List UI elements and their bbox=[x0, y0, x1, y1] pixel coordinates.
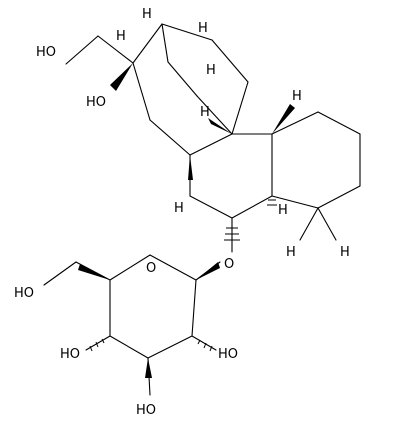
sugar-c4-oh-label: HO bbox=[60, 347, 80, 362]
ring-oxygen-label: O bbox=[146, 261, 156, 276]
hydrogen-label: H bbox=[292, 89, 302, 104]
sugar-c6-oh-label: HO bbox=[14, 286, 34, 301]
hydrogen-label: H bbox=[142, 7, 152, 22]
hydrogen-label: H bbox=[340, 245, 350, 260]
sugar-c2-oh-label: HO bbox=[218, 347, 238, 362]
hydrogen-label: H bbox=[200, 105, 210, 120]
sugar-c3-oh-label: HO bbox=[136, 403, 156, 418]
hashed-bonds bbox=[89, 199, 277, 352]
stereo-bonds bbox=[78, 63, 295, 378]
hydrogen-label: H bbox=[278, 203, 288, 218]
stereo-hydrogens: H H H H H H H H H H bbox=[116, 7, 350, 260]
glycosidic-oxygen-label: O bbox=[224, 257, 234, 272]
hydrogen-label: H bbox=[286, 245, 296, 260]
hydrogen-label: H bbox=[116, 29, 126, 44]
hydrogen-label: H bbox=[206, 63, 216, 78]
skeleton-bonds bbox=[43, 23, 361, 396]
atom-labels: HO HO O HO O HO HO HO bbox=[14, 45, 238, 418]
hydrogen-label: H bbox=[174, 201, 184, 216]
hydrogen-label: H bbox=[198, 21, 208, 36]
c16-oh-label: HO bbox=[86, 95, 106, 110]
hydroxymethyl-oh-label: HO bbox=[36, 45, 56, 60]
